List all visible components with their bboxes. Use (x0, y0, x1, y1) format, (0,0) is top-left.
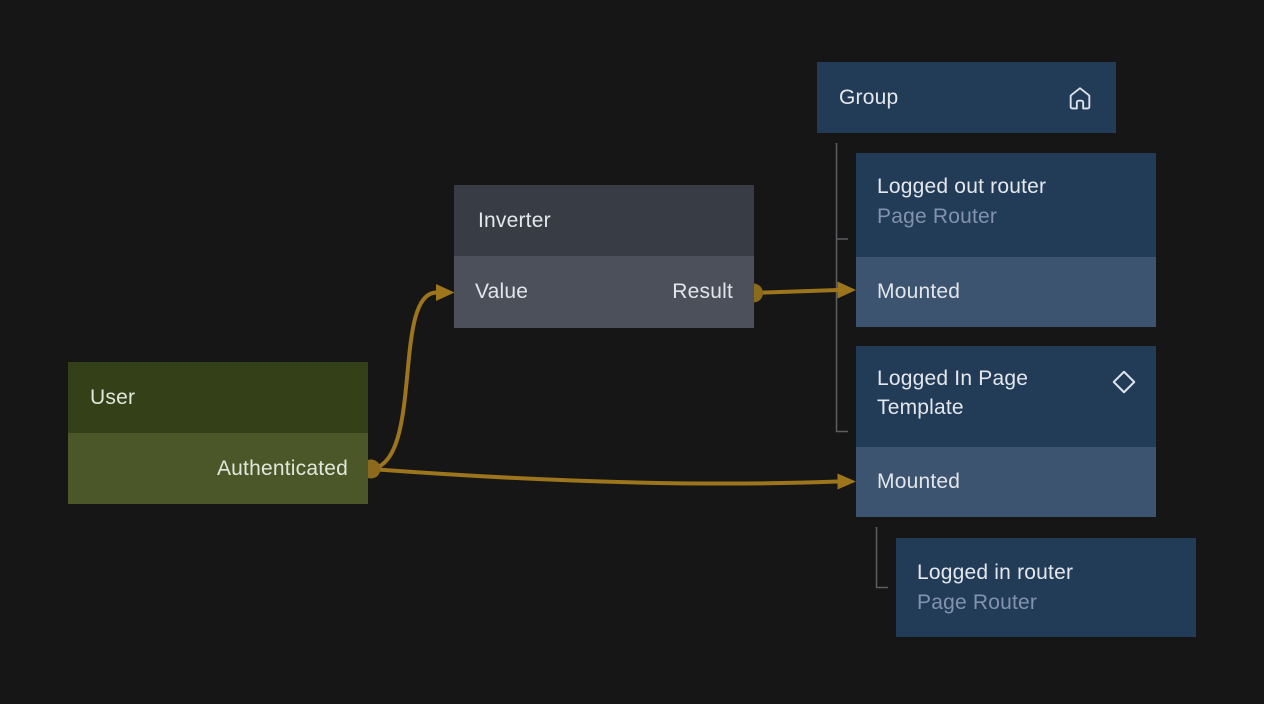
node-group-header: Group (817, 62, 1116, 133)
edge-result-to-mounted[interactable] (752, 288, 839, 295)
node-group-title: Group (839, 85, 899, 109)
edge-arrowhead-mounted-bottom (837, 473, 856, 490)
node-logged-in-page-template[interactable]: Logged In Page Template Mounted (856, 346, 1156, 517)
diamond-icon (1109, 367, 1139, 397)
port-authenticated[interactable]: Authenticated (68, 433, 368, 504)
node-inverter[interactable]: Inverter Value Result (454, 185, 754, 328)
port-mounted-label-2: Mounted (877, 470, 961, 493)
node-logged-in-router[interactable]: Logged in router Page Router (896, 538, 1196, 637)
node-inverter-title: Inverter (478, 208, 551, 232)
node-logged-out-router-header: Logged out router Page Router (856, 153, 1156, 257)
port-authenticated-label: Authenticated (216, 456, 348, 480)
port-mounted-logged-in-template[interactable]: Mounted (856, 447, 1156, 517)
port-row-inverter[interactable]: Value Result (454, 256, 754, 328)
home-icon (1066, 84, 1094, 112)
node-group[interactable]: Group (817, 62, 1116, 133)
edge-authenticated-to-mounted[interactable] (370, 467, 839, 486)
node-user-header: User (68, 362, 368, 433)
node-logged-out-router[interactable]: Logged out router Page Router Mounted (856, 153, 1156, 327)
node-user-title: User (90, 385, 136, 409)
node-logged-in-router-subtitle: Page Router (917, 590, 1038, 614)
group-tree-line (835, 143, 848, 433)
node-logged-in-router-title: Logged in router (917, 560, 1074, 584)
edge-arrowhead-value (436, 284, 455, 301)
port-mounted-label: Mounted (877, 280, 961, 303)
edge-authenticated-to-value[interactable] (370, 290, 437, 471)
port-mounted-logged-out-router[interactable]: Mounted (856, 257, 1156, 327)
port-value-label: Value (475, 280, 529, 303)
node-logged-in-page-template-header: Logged In Page Template (856, 346, 1156, 447)
edge-arrowhead-mounted-top (837, 281, 856, 299)
node-logged-out-router-title: Logged out router (877, 175, 1047, 198)
port-result-label: Result (672, 280, 733, 303)
node-user[interactable]: User Authenticated (68, 362, 368, 504)
template-tree-line (875, 527, 888, 589)
node-logged-out-router-subtitle: Page Router (877, 205, 998, 228)
node-inverter-header: Inverter (454, 185, 754, 256)
node-logged-in-page-template-title: Logged In Page Template (877, 367, 1029, 419)
